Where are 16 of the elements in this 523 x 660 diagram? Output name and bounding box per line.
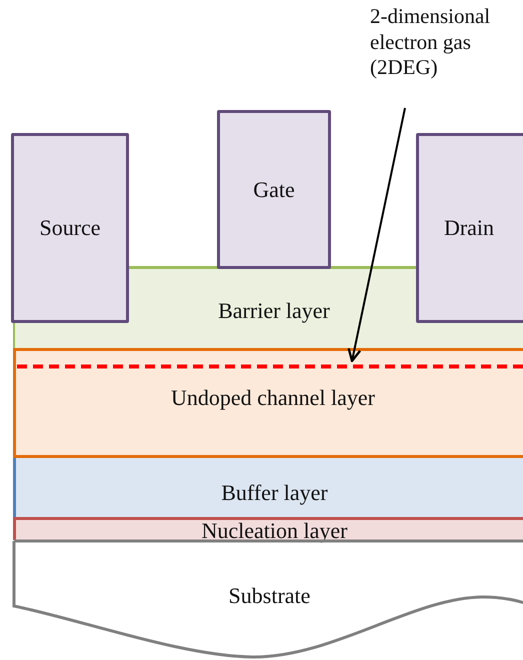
layer-label: Barrier layer [218,298,330,324]
buffer-layer [13,458,523,517]
source-contact [11,133,129,323]
leader-arrow [348,108,406,362]
layer-label: Nucleation layer [202,518,348,544]
gate-contact [217,110,331,269]
layer-label: Substrate [228,582,310,608]
channel-layer [13,348,523,458]
contact-label: Source [39,215,101,241]
contact-label: Gate [253,176,295,202]
layer-label: Undoped channel layer [170,385,376,411]
drain-contact [416,133,523,323]
annotation-text: 2-dimensional electron gas (2DEG) [370,4,520,108]
contact-label: Drain [444,215,494,241]
layer-label: Buffer layer [221,480,328,506]
electron-gas-line [17,364,523,369]
